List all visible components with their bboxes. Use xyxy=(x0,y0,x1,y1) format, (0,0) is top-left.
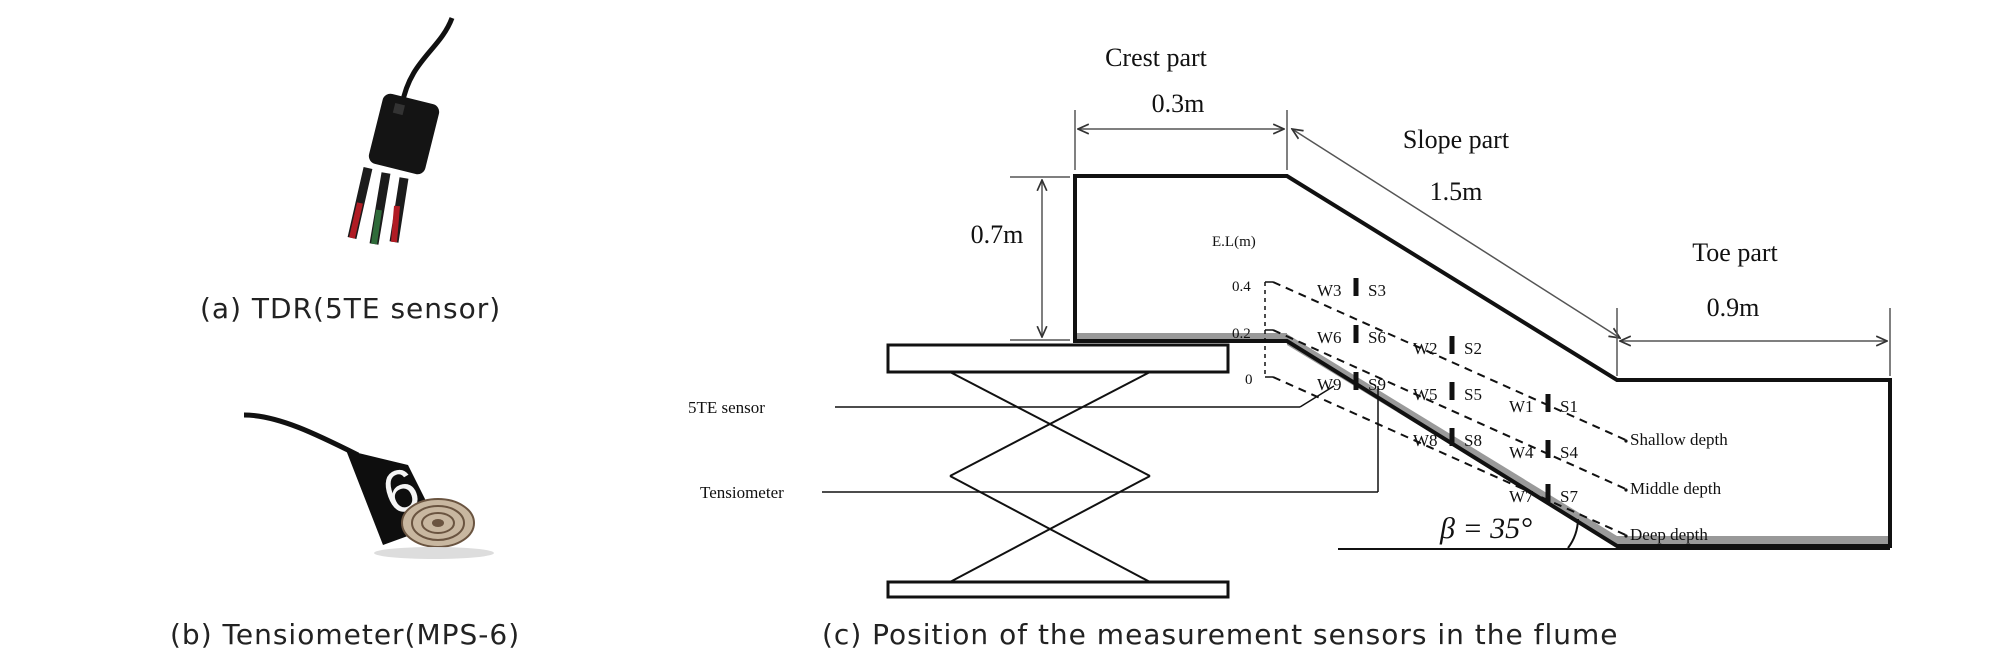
legend-5te-sensor: 5TE sensor xyxy=(688,398,765,417)
deep-depth-label: Deep depth xyxy=(1630,525,1708,544)
elevation-title: E.L(m) xyxy=(1212,234,1256,250)
label-w6: W6 xyxy=(1317,328,1342,347)
label-s2: S2 xyxy=(1464,339,1482,358)
tensiometer-mps6-photo: 6 xyxy=(243,412,494,559)
crest-height: 0.7m xyxy=(971,220,1024,249)
label-s9: S9 xyxy=(1368,375,1386,394)
toe-title: Toe part xyxy=(1692,238,1778,267)
label-s4: S4 xyxy=(1560,443,1578,462)
label-w1: W1 xyxy=(1509,397,1534,416)
crest-title: Crest part xyxy=(1105,43,1208,72)
crest-width: 0.3m xyxy=(1152,89,1205,118)
tdr-5te-sensor-photo xyxy=(347,17,455,245)
label-s5: S5 xyxy=(1464,385,1482,404)
label-w7: W7 xyxy=(1509,487,1534,506)
slope-angle: β = 35° xyxy=(1439,512,1532,545)
toe-width: 0.9m xyxy=(1707,293,1760,322)
elevation-tick-0: 0 xyxy=(1245,372,1253,388)
label-w5: W5 xyxy=(1413,385,1438,404)
sensor-marks xyxy=(1353,278,1551,502)
label-s6: S6 xyxy=(1368,328,1386,347)
caption-a: (a) TDR(5TE sensor) xyxy=(200,292,502,325)
label-s8: S8 xyxy=(1464,431,1482,450)
deep-depth-line xyxy=(1272,376,1629,537)
shallow-depth-line xyxy=(1272,281,1629,442)
label-w2: W2 xyxy=(1413,339,1438,358)
elevation-tick-04: 0.4 xyxy=(1232,279,1251,295)
label-w4: W4 xyxy=(1509,443,1534,462)
label-s7: S7 xyxy=(1560,487,1578,506)
label-w3: W3 xyxy=(1317,281,1342,300)
middle-depth-label: Middle depth xyxy=(1630,479,1722,498)
label-s3: S3 xyxy=(1368,281,1386,300)
label-s1: S1 xyxy=(1560,397,1578,416)
slope-title: Slope part xyxy=(1403,125,1510,154)
caption-b: (b) Tensiometer(MPS-6) xyxy=(170,618,521,651)
legend-tensiometer: Tensiometer xyxy=(700,483,784,502)
middle-depth-line xyxy=(1272,329,1629,491)
lift-bottom-plate xyxy=(886,580,1230,599)
slope-length: 1.5m xyxy=(1430,177,1483,206)
slope-angle-arc xyxy=(1567,518,1579,549)
label-w9: W9 xyxy=(1317,375,1342,394)
caption-c: (c) Position of the measurement sensors … xyxy=(822,618,1619,651)
shallow-depth-label: Shallow depth xyxy=(1630,430,1728,449)
label-w8: W8 xyxy=(1413,431,1438,450)
lift-top-plate xyxy=(886,343,1230,374)
elevation-tick-02: 0.2 xyxy=(1232,326,1251,342)
